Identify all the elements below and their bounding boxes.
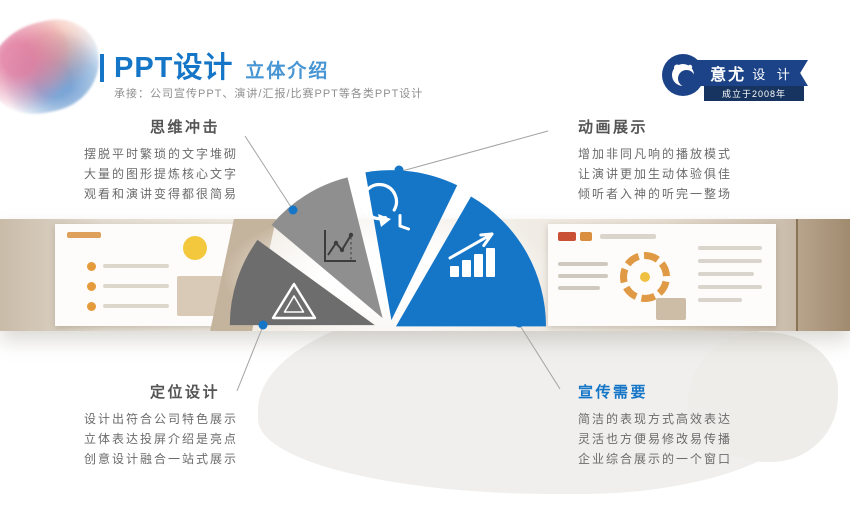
section-body: 设计出符合公司特色展示 立体表达投屏介绍是亮点 创意设计融合一站式展示 xyxy=(84,409,274,469)
photo-ring-diagram xyxy=(620,252,670,302)
company-logo: 意尤 设 计 成立于2008年 xyxy=(660,52,820,106)
photo-detail xyxy=(698,298,742,302)
photo-strip xyxy=(0,219,850,331)
photo-detail xyxy=(67,232,101,238)
section-line: 灵活也方便易修改易传播 xyxy=(578,432,733,446)
photo-detail xyxy=(87,302,96,311)
logo-mark-icon xyxy=(662,54,704,96)
section-line: 创意设计融合一站式展示 xyxy=(84,452,239,466)
section-line: 增加非同凡响的播放模式 xyxy=(578,147,733,161)
section-body: 增加非同凡响的播放模式 让演讲更加生动体验俱佳 倾听者入神的听完一整场 xyxy=(578,144,768,204)
photo-detail xyxy=(580,232,592,241)
photo-detail xyxy=(656,298,686,320)
photo-detail xyxy=(698,272,754,276)
tagline: 承接：公司宣传PPT、演讲/汇报/比赛PPT等各类PPT设计 xyxy=(114,88,424,100)
section-line: 简洁的表现方式高效表达 xyxy=(578,412,733,426)
photo-page-left xyxy=(55,224,235,326)
photo-detail xyxy=(698,259,762,263)
section-line: 摆脱平时繁琐的文字堆砌 xyxy=(84,147,239,161)
section-animation: 动画展示 增加非同凡响的播放模式 让演讲更加生动体验俱佳 倾听者入神的听完一整场 xyxy=(578,116,768,204)
section-title: 定位设计 xyxy=(150,384,221,401)
page-title: PPT设计 xyxy=(114,52,234,84)
section-line: 立体表达投屏介绍是亮点 xyxy=(84,432,239,446)
photo-detail xyxy=(558,274,608,278)
section-positioning: 定位设计 设计出符合公司特色展示 立体表达投屏介绍是亮点 创意设计融合一站式展示 xyxy=(84,381,274,469)
logo-since-badge: 成立于2008年 xyxy=(704,86,804,101)
photo-detail xyxy=(698,285,762,289)
logo-name: 意尤 xyxy=(710,67,747,84)
section-title: 思维冲击 xyxy=(150,119,221,136)
section-title: 宣传需要 xyxy=(578,384,649,401)
photo-detail xyxy=(103,284,169,288)
photo-glow xyxy=(225,219,555,331)
photo-wall xyxy=(796,219,850,331)
photo-detail xyxy=(87,282,96,291)
section-title: 动画展示 xyxy=(578,119,649,136)
photo-detail xyxy=(558,262,608,266)
section-line: 大量的图形提炼核心文字 xyxy=(84,167,239,181)
photo-detail xyxy=(87,262,96,271)
photo-detail xyxy=(600,234,656,239)
watercolor-decoration xyxy=(0,11,109,123)
photo-detail xyxy=(698,246,762,250)
connector-top-right xyxy=(401,130,549,172)
section-mind-impact: 思维冲击 摆脱平时繁琐的文字堆砌 大量的图形提炼核心文字 观看和演讲变得都很简易 xyxy=(84,116,274,204)
section-promotion: 宣传需要 简洁的表现方式高效表达 灵活也方便易修改易传播 企业综合展示的一个窗口 xyxy=(578,381,768,469)
background-blob xyxy=(688,332,838,462)
photo-detail xyxy=(558,286,600,290)
section-line: 观看和演讲变得都很简易 xyxy=(84,187,239,201)
title-accent-bar xyxy=(100,54,104,82)
section-body: 摆脱平时繁琐的文字堆砌 大量的图形提炼核心文字 观看和演讲变得都很简易 xyxy=(84,144,274,204)
photo-detail xyxy=(103,304,169,308)
logo-name-suffix: 设 计 xyxy=(752,66,794,82)
photo-detail xyxy=(558,232,576,241)
photo-page-right xyxy=(548,224,776,326)
photo-detail xyxy=(103,264,169,268)
section-line: 让演讲更加生动体验俱佳 xyxy=(578,167,733,181)
title-row: PPT设计 立体介绍 xyxy=(114,44,329,86)
connector-dot-top-left xyxy=(288,205,298,215)
connector-dot-top-right xyxy=(394,165,404,175)
section-body: 简洁的表现方式高效表达 灵活也方便易修改易传播 企业综合展示的一个窗口 xyxy=(578,409,768,469)
section-line: 倾听者入神的听完一整场 xyxy=(578,187,733,201)
photo-detail xyxy=(640,272,650,282)
logo-banner: 意尤 设 计 xyxy=(696,60,808,86)
section-line: 设计出符合公司特色展示 xyxy=(84,412,239,426)
page-subtitle: 立体介绍 xyxy=(245,61,330,82)
section-line: 企业综合展示的一个窗口 xyxy=(578,452,733,466)
photo-detail xyxy=(183,236,207,260)
